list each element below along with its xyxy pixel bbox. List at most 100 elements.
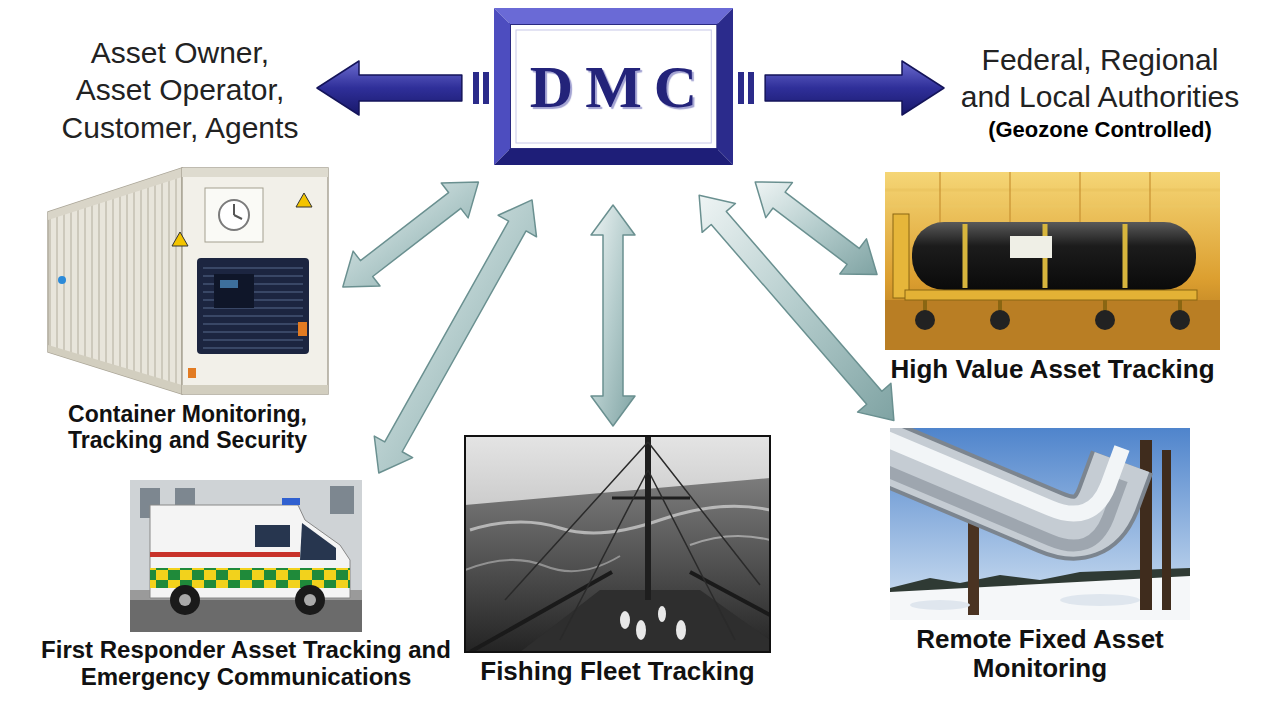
fishing-boat-photo: [636, 620, 646, 640]
picture-slot: [39, 165, 337, 402]
high-value-asset-photo: [925, 300, 1180, 312]
picture-slot: [465, 436, 770, 657]
ambulance-photo: [179, 594, 191, 606]
container-illustration: [48, 345, 182, 394]
fishing-boat-photo: [645, 436, 651, 600]
link-arrow: [591, 205, 635, 426]
container-illustration: [182, 385, 328, 394]
hub-bevel: [717, 8, 733, 165]
container-illustration: [203, 268, 303, 348]
container-illustration: [172, 232, 188, 246]
ambulance-photo: [282, 498, 300, 505]
container-illustration: [233, 204, 235, 215]
hub-bevel: [494, 149, 733, 165]
container-illustration: [48, 168, 328, 394]
ambulance-photo: [295, 585, 325, 615]
fishing-boat-photo: [620, 611, 630, 629]
hub-bevel: [494, 8, 733, 24]
hub-box: DMC: [494, 8, 733, 165]
container-illustration: [48, 168, 182, 220]
picture-slot: [886, 428, 1194, 625]
fishing-boat-photo: [658, 606, 666, 622]
connector-bars: [473, 72, 479, 104]
high-value-asset-photo: [885, 190, 1220, 206]
stakeholder-label: (Geozone Controlled): [988, 116, 1212, 144]
fishing-boat-photo: [465, 478, 770, 652]
fishing-boat-photo: [690, 536, 770, 545]
container-illustration: [182, 168, 328, 394]
container-illustration: [219, 200, 249, 230]
container-illustration: [220, 280, 238, 288]
pipeline-photo: [1162, 450, 1171, 610]
asset-caption: High Value Asset Tracking: [890, 355, 1214, 384]
hub-title: DMC: [518, 57, 709, 117]
stakeholder-group: Asset Owner, Asset Operator, Customer, A…: [51, 30, 309, 151]
ambulance-photo: [170, 585, 200, 615]
connector-bars: [483, 72, 489, 104]
stakeholder-label: Federal, Regional and Local Authorities: [956, 41, 1244, 116]
stakeholder-group: Federal, Regional and Local Authorities(…: [952, 37, 1248, 148]
container-illustration: [298, 322, 307, 336]
container-illustration: [58, 276, 66, 284]
link-arrow: [755, 182, 877, 275]
fishing-boat-photo: [470, 572, 770, 652]
connector-bars: [748, 72, 754, 104]
ambulance-photo: [150, 552, 300, 557]
high-value-asset-photo: [990, 310, 1010, 330]
ambulance-photo: [130, 480, 362, 632]
ambulance-photo: [330, 486, 354, 514]
high-value-asset-photo: [1010, 236, 1052, 258]
container-illustration: [182, 168, 328, 177]
fishing-boat-photo: [465, 436, 770, 652]
asset-caption: First Responder Asset Tracking and Emerg…: [16, 637, 476, 691]
link-arrow: [343, 182, 479, 287]
stakeholder-label: Asset Owner, Asset Operator, Customer, A…: [55, 34, 305, 147]
container-illustration: [214, 274, 254, 308]
high-value-asset-photo: [965, 224, 1125, 288]
pipeline-photo: [890, 428, 1190, 620]
fishing-boat-photo: [505, 442, 760, 640]
container-illustration: [188, 368, 196, 378]
high-value-asset-photo: [912, 222, 1196, 290]
high-value-asset-photo: [885, 172, 1220, 350]
asset-panel: Fishing Fleet Tracking: [465, 436, 770, 688]
high-value-asset-photo: [893, 214, 909, 298]
asset-panel: Container Monitoring, Tracking and Secur…: [39, 165, 337, 456]
hub-inner-line: [516, 30, 711, 143]
photo-border: [465, 436, 770, 652]
asset-panel: First Responder Asset Tracking and Emerg…: [12, 480, 480, 693]
asset-panel: Remote Fixed Asset Monitoring: [886, 428, 1194, 685]
connector-bars: [738, 72, 744, 104]
container-illustration: [197, 258, 309, 354]
link-arrow: [699, 195, 894, 420]
container-illustration: [296, 193, 312, 207]
high-value-asset-photo: [915, 310, 935, 330]
ambulance-photo: [304, 594, 316, 606]
picture-slot: [12, 480, 480, 637]
party-arrow: [765, 61, 944, 115]
ambulance-photo: [255, 525, 290, 547]
link-arrow: [374, 200, 536, 473]
ambulance-photo: [130, 480, 362, 632]
ambulance-photo: [150, 505, 350, 598]
hub-face: [510, 24, 717, 149]
high-value-asset-photo: [885, 172, 1220, 350]
picture-slot: [885, 172, 1220, 355]
asset-caption: Remote Fixed Asset Monitoring: [890, 625, 1190, 683]
container-illustration: [48, 168, 182, 394]
ambulance-photo: [130, 600, 362, 632]
fishing-boat-photo: [612, 497, 690, 500]
asset-panel: High Value Asset Tracking: [885, 172, 1220, 386]
party-arrow: [317, 61, 462, 115]
high-value-asset-photo: [1095, 310, 1115, 330]
asset-caption: Fishing Fleet Tracking: [480, 657, 755, 686]
ambulance-photo: [300, 523, 336, 560]
ambulance-photo: [150, 568, 350, 588]
container-illustration: [205, 188, 263, 242]
hub-bevel: [494, 8, 510, 165]
container-illustration: [234, 215, 242, 219]
pipeline-photo: [910, 600, 970, 610]
high-value-asset-photo: [1170, 310, 1190, 330]
